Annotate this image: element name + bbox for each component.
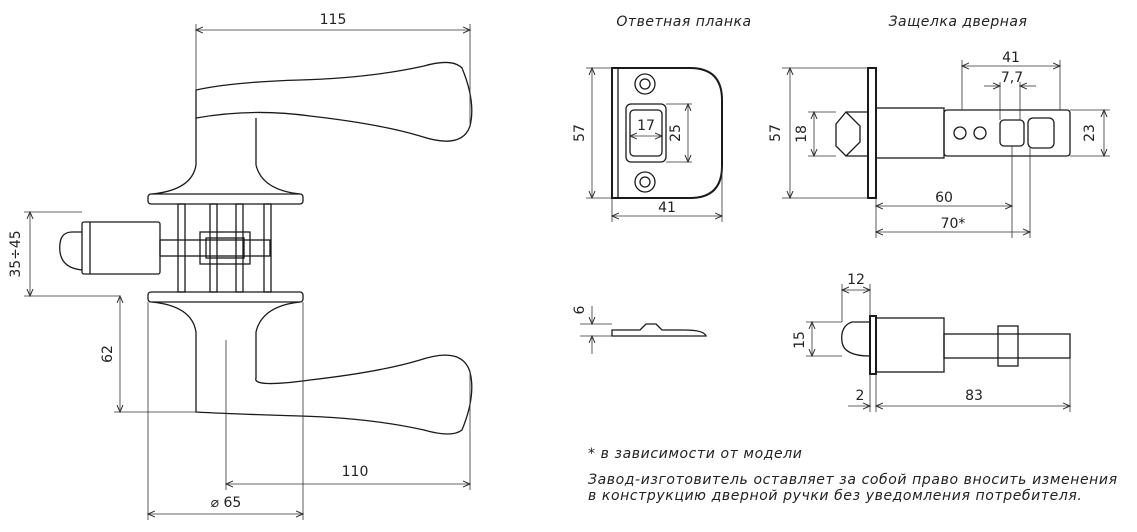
dim-bolt-15: 15 [792, 331, 808, 349]
dim-latch-bolt-height: 18 [794, 125, 810, 143]
dim-backset: 35÷45 [8, 230, 24, 277]
notes: * в зависимости от модели Завод-изготови… [588, 446, 1118, 504]
dim-plate-width: 41 [658, 200, 676, 216]
footnote: * в зависимости от модели [588, 446, 803, 462]
latch-side-view: 12 15 2 83 [792, 272, 1070, 412]
dim-bolt-12: 12 [847, 272, 865, 288]
dim-latch-70: 70* [941, 216, 966, 232]
upper-lever [195, 61, 473, 142]
upper-rosette [147, 193, 304, 205]
dim-plate-thickness: 6 [572, 305, 588, 314]
dim-latch-83: 83 [965, 388, 983, 404]
latch-title: Защелка дверная [889, 14, 1028, 30]
dim-latch-face-height: 57 [768, 124, 784, 142]
strike-plate-view: Ответная планка 57 17 25 41 [572, 14, 751, 222]
latch-body [81, 221, 161, 275]
dim-plate-opening-w: 17 [637, 118, 655, 134]
dim-handle-height: 62 [100, 345, 116, 363]
strike-opening [625, 103, 667, 163]
dim-latch-41: 41 [1002, 50, 1020, 66]
dim-rosette-diameter: ⌀ 65 [211, 495, 242, 511]
latch-tail [943, 109, 1071, 157]
latch-faceplate [867, 67, 877, 199]
dim-latch-60: 60 [935, 190, 953, 206]
lower-rosette [147, 291, 304, 303]
dim-plate-height: 57 [572, 124, 588, 142]
dim-overall-width: 115 [320, 12, 347, 28]
disclaimer-line-1: Завод-изготовитель оставляет за собой пр… [588, 472, 1118, 488]
strike-plate-side-view: 6 [572, 305, 707, 354]
handle-assembly-view: 115 35÷45 62 110 ⌀ 65 [8, 12, 473, 520]
dim-latch-23: 23 [1082, 124, 1098, 142]
disclaimer-line-2: в конструкцию дверной ручки без уведомле… [588, 488, 1082, 504]
strike-plate-title: Ответная планка [616, 14, 751, 30]
dim-latch-7-7: 7,7 [1001, 70, 1023, 86]
strike-plate-outline [611, 67, 723, 199]
lower-lever [195, 332, 473, 435]
dim-face-2: 2 [856, 388, 865, 404]
dim-plate-opening-h: 25 [668, 124, 684, 142]
latch-view: Защелка дверная 57 18 41 7,7 [768, 14, 1110, 238]
dim-handle-length: 110 [342, 464, 369, 480]
